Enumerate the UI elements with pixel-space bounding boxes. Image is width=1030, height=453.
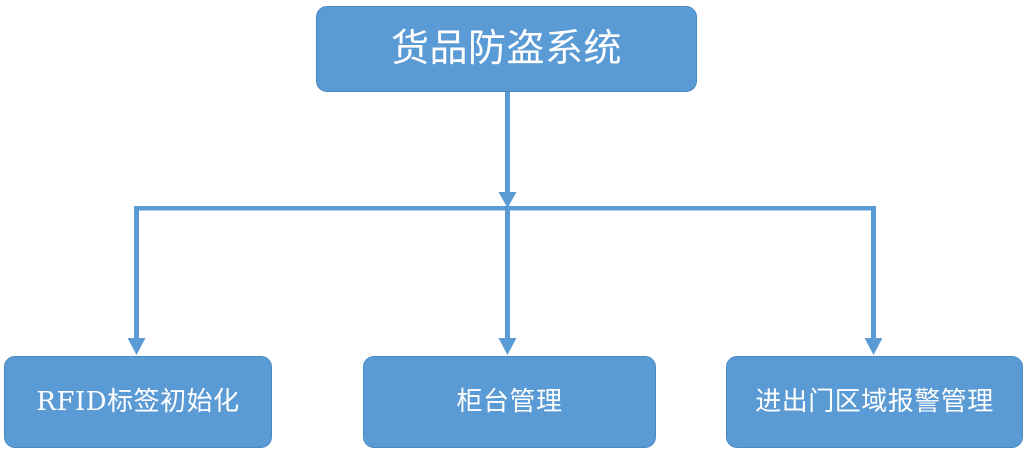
connector-arrowhead-child-0 xyxy=(127,338,146,355)
node-child-0-label: RFID标签初始化 xyxy=(36,386,240,417)
node-child-1-label: 柜台管理 xyxy=(456,386,563,417)
node-child-counter-management[interactable]: 柜台管理 xyxy=(363,356,656,448)
connector-drop-child-2 xyxy=(871,206,876,339)
connector-drop-child-1 xyxy=(505,206,510,339)
node-child-rfid-tag-init[interactable]: RFID标签初始化 xyxy=(4,356,272,448)
connector-drop-child-0 xyxy=(134,206,139,339)
connector-arrowhead-child-1 xyxy=(498,338,517,355)
connector-horizontal-bus xyxy=(134,206,875,211)
connector-arrowhead-child-2 xyxy=(864,338,883,355)
node-root-system[interactable]: 货品防盗系统 xyxy=(316,6,697,92)
node-root-label: 货品防盗系统 xyxy=(390,26,622,71)
node-child-2-label: 进出门区域报警管理 xyxy=(755,386,994,417)
node-child-gate-area-alarm-management[interactable]: 进出门区域报警管理 xyxy=(726,356,1023,448)
connector-root-arrowhead xyxy=(498,192,517,208)
connector-root-stem xyxy=(505,92,510,192)
